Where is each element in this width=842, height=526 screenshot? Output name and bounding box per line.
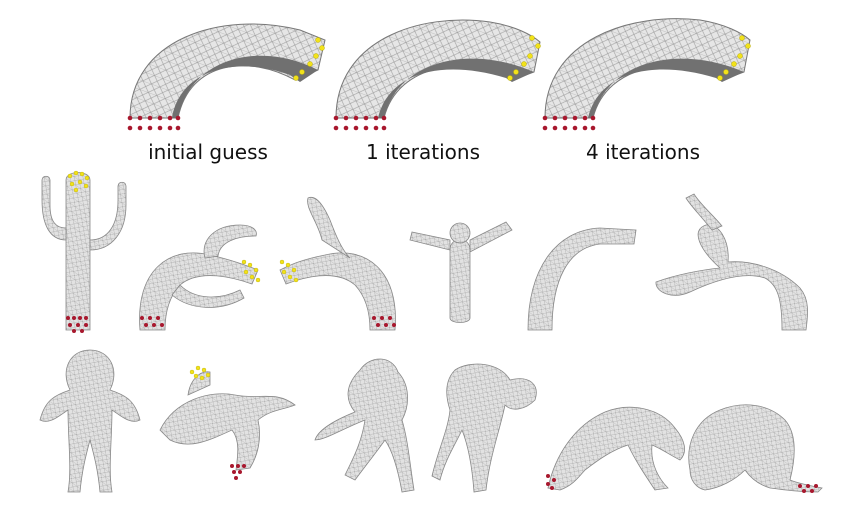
armadillo-pose-3 bbox=[314, 358, 415, 493]
red-handle-tube-a bbox=[140, 316, 164, 327]
figure-t-shape bbox=[409, 221, 513, 323]
caption-1-iterations: 1 iterations bbox=[366, 140, 480, 164]
yellow-handle-armadillo bbox=[189, 365, 211, 381]
tube-bent-a bbox=[139, 224, 261, 331]
arch-4-iterations bbox=[542, 18, 751, 131]
red-handle-cactus bbox=[66, 316, 88, 333]
caption-initial-guess: initial guess bbox=[148, 140, 268, 164]
armadillo-pose-4 bbox=[431, 363, 537, 493]
yellow-handle-arch-2 bbox=[507, 35, 541, 81]
caption-4-iterations: 4 iterations bbox=[586, 140, 700, 164]
figure-bent-tube bbox=[527, 227, 637, 331]
yellow-handle-tube-a bbox=[241, 259, 261, 283]
red-handle-armadillo-6 bbox=[798, 484, 818, 493]
yellow-handle-arch-3 bbox=[717, 35, 751, 81]
red-handle-arch-3 bbox=[542, 115, 596, 131]
red-handle-tube-b bbox=[372, 316, 396, 327]
tube-bent-b bbox=[279, 196, 396, 331]
yellow-handle-tube-b bbox=[279, 259, 299, 283]
red-handle-arch-2 bbox=[333, 115, 387, 131]
figure-curly-tube bbox=[655, 193, 809, 331]
yellow-handle-arch-1 bbox=[293, 37, 325, 81]
armadillo-pose-2 bbox=[159, 365, 296, 480]
red-handle-armadillo-5 bbox=[546, 474, 556, 490]
armadillo-rest bbox=[39, 349, 141, 493]
armadillo-pose-6 bbox=[688, 404, 823, 493]
yellow-handle-cactus bbox=[67, 170, 90, 193]
red-handle-armadillo bbox=[230, 464, 246, 480]
arch-initial-guess bbox=[127, 23, 326, 131]
arch-1-iteration bbox=[333, 19, 541, 131]
armadillo-pose-5 bbox=[546, 406, 685, 491]
red-handle-arch-1 bbox=[127, 115, 181, 131]
cactus-initial bbox=[41, 170, 127, 333]
